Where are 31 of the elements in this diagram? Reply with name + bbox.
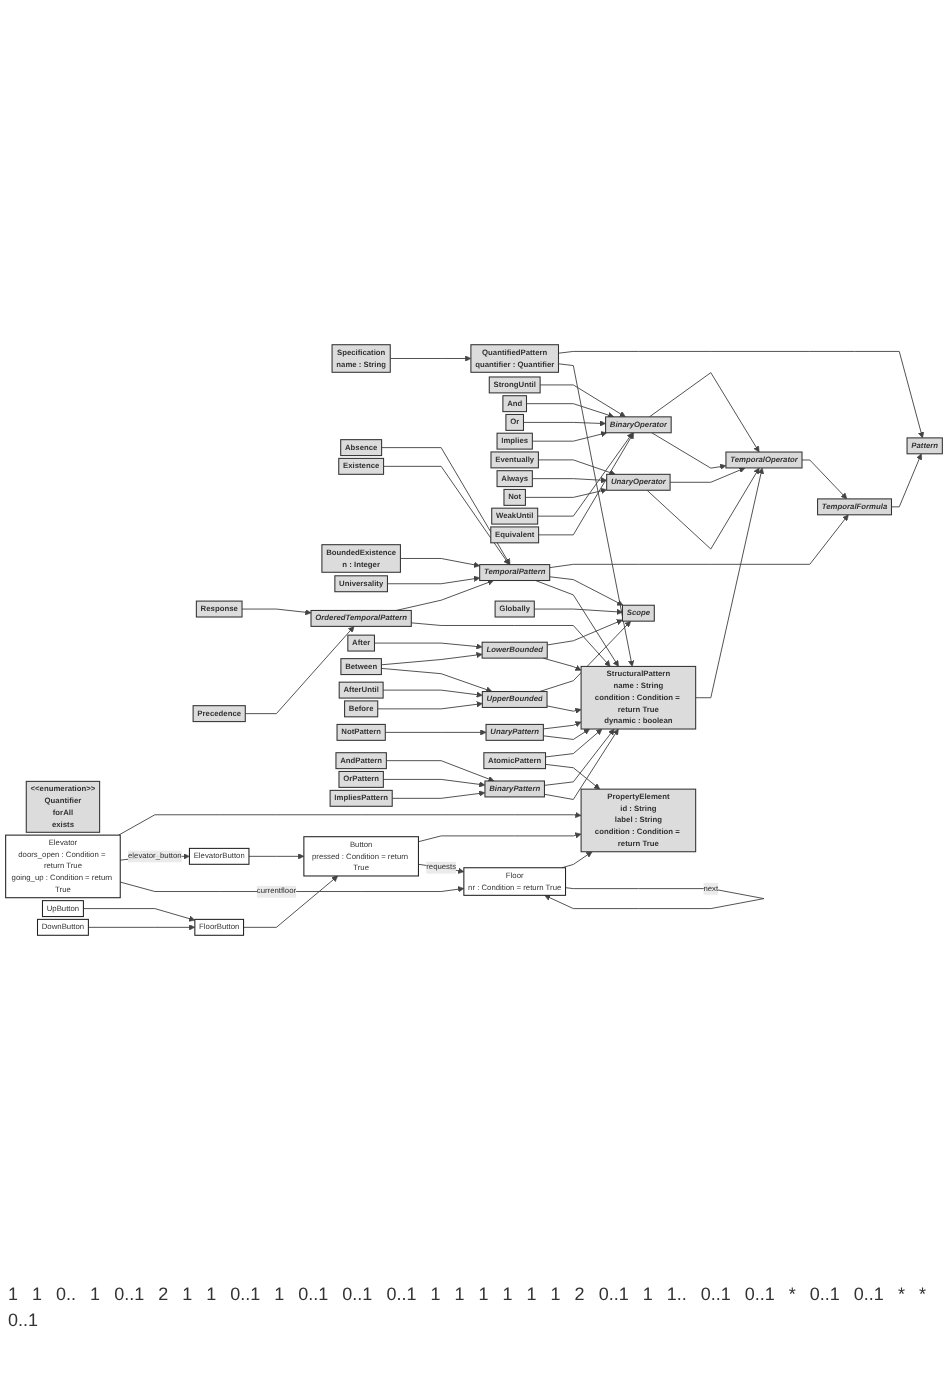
multiplicity-label: 0..1 [744,1284,775,1306]
multiplicity-label: 1 [90,1284,101,1306]
multiplicity-label: 1 [454,1284,465,1306]
multiplicity-label: 1 [478,1284,489,1306]
multiplicity-label: 1 [274,1284,285,1306]
multiplicity-label: 0..1 [230,1284,261,1306]
multiplicity-label: 1.. [666,1284,687,1306]
multiplicity-label: 0..1 [700,1284,731,1306]
multiplicity-label: 0..1 [8,1310,39,1332]
multiplicity-label: 0..1 [298,1284,329,1306]
multiplicity-label: 1 [8,1284,19,1306]
multiplicity-label: 1 [206,1284,217,1306]
multiplicity-label: 0..1 [853,1284,884,1306]
multiplicity-label: 0..1 [114,1284,145,1306]
multiplicity-label: 1 [430,1284,441,1306]
multiplicity-label: 0.. [56,1284,77,1306]
multiplicity-label: 1 [32,1284,43,1306]
multiplicity-label: 1 [182,1284,193,1306]
multiplicity-label: 2 [158,1284,169,1306]
multiplicity-label: 0..1 [809,1284,840,1306]
multiplicity-label: 1 [550,1284,561,1306]
multiplicity-label: * [918,1284,926,1306]
multiplicity-label: * [788,1284,796,1306]
multiplicity-label: 0..1 [598,1284,629,1306]
multiplicity-label: 0..1 [342,1284,373,1306]
multiplicity-label: 2 [574,1284,585,1306]
multiplicity-label: 1 [526,1284,537,1306]
multiplicity-label: * [897,1284,905,1306]
multiplicity-label: 0..1 [386,1284,417,1306]
multiplicity-label: 1 [642,1284,653,1306]
multiplicity-label: 1 [502,1284,513,1306]
